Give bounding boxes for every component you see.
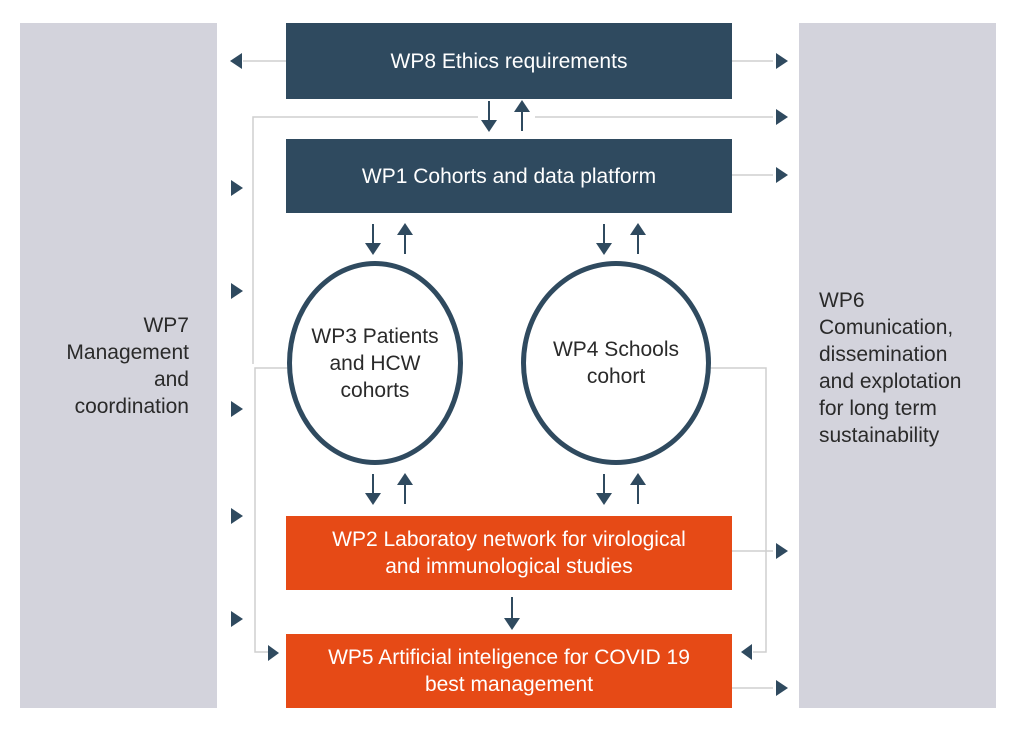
wp1-box: WP1 Cohorts and data platform bbox=[286, 139, 732, 213]
arrow-down-icon bbox=[481, 120, 497, 132]
wp7-line: coordination bbox=[74, 395, 189, 418]
arrow-right-icon bbox=[231, 611, 243, 627]
vertical-arrowheads bbox=[365, 100, 646, 630]
wp3-label: WP3 Patients and HCW cohorts bbox=[311, 323, 438, 404]
wp3-line: WP3 Patients bbox=[311, 324, 439, 348]
wp4-label: WP4 Schools cohort bbox=[553, 336, 679, 390]
vertical-arrow-stems bbox=[372, 101, 639, 618]
arrow-right-icon bbox=[231, 283, 243, 299]
wp2-line: WP2 Laboratoy network for virological bbox=[332, 528, 686, 551]
arrow-left-icon bbox=[230, 53, 242, 69]
wp7-line: Management bbox=[66, 341, 189, 364]
wp3-line: and HCW bbox=[329, 351, 421, 375]
arrow-right-icon bbox=[776, 109, 788, 125]
wp2-line: and immunological studies bbox=[385, 555, 633, 578]
arrow-right-icon bbox=[231, 508, 243, 524]
wp3-line: cohorts bbox=[340, 378, 410, 402]
wp6-line: and explotation bbox=[819, 370, 962, 393]
arrow-down-icon bbox=[365, 243, 381, 255]
connector-line-wp4-wp5 bbox=[710, 367, 767, 653]
arrow-down-icon bbox=[596, 493, 612, 505]
wp3-circle: WP3 Patients and HCW cohorts bbox=[287, 261, 463, 465]
arrow-up-icon bbox=[514, 100, 530, 112]
arrow-up-icon bbox=[397, 473, 413, 485]
wp6-line: sustainability bbox=[819, 424, 940, 447]
wp1-label: WP1 Cohorts and data platform bbox=[361, 164, 657, 188]
arrowheads bbox=[230, 53, 788, 696]
connector-line-wp3-wp5 bbox=[254, 367, 293, 653]
wp7-panel bbox=[20, 23, 217, 708]
wp7-label: WP7 Management and coordination bbox=[20, 312, 189, 420]
wp5-label: WP5 Artificial inteligence for COVID 19 … bbox=[328, 644, 690, 698]
arrow-right-icon bbox=[231, 401, 243, 417]
wp6-panel bbox=[799, 23, 996, 708]
arrow-right-icon bbox=[776, 53, 788, 69]
arrow-up-icon bbox=[630, 473, 646, 485]
wp4-line: WP4 Schools bbox=[552, 338, 680, 361]
wp8-label: WP8 Ethics requirements bbox=[390, 49, 628, 73]
arrow-down-icon bbox=[596, 243, 612, 255]
wp5-line: best management bbox=[424, 673, 594, 696]
wp6-line: WP6 bbox=[819, 289, 865, 312]
arrow-up-icon bbox=[397, 223, 413, 235]
wp2-box: WP2 Laboratoy network for virological an… bbox=[286, 516, 732, 590]
wp4-line: cohort bbox=[586, 365, 646, 388]
connector-line-top bbox=[252, 116, 478, 364]
arrow-left-icon bbox=[741, 644, 752, 660]
wp6-line: Comunication, bbox=[819, 316, 954, 339]
wp6-label: WP6 Comunication, dissemination and expl… bbox=[819, 287, 994, 449]
wp7-line: WP7 bbox=[143, 314, 189, 337]
wp5-line: WP5 Artificial inteligence for COVID 19 bbox=[328, 646, 690, 669]
wp2-label: WP2 Laboratoy network for virological an… bbox=[332, 526, 686, 580]
wp5-box: WP5 Artificial inteligence for COVID 19 … bbox=[286, 634, 732, 708]
arrow-right-icon bbox=[776, 543, 788, 559]
arrow-right-icon bbox=[776, 167, 788, 183]
wp7-line: and bbox=[153, 368, 189, 391]
connector-lines bbox=[243, 60, 773, 689]
arrow-down-icon bbox=[504, 618, 520, 630]
arrow-right-icon bbox=[268, 645, 279, 661]
wp4-circle: WP4 Schools cohort bbox=[521, 261, 711, 465]
wp8-box: WP8 Ethics requirements bbox=[286, 23, 732, 99]
arrow-right-icon bbox=[776, 680, 788, 696]
wp6-line: dissemination bbox=[819, 343, 948, 366]
wp6-line: for long term bbox=[819, 397, 937, 420]
arrow-up-icon bbox=[630, 223, 646, 235]
arrow-down-icon bbox=[365, 493, 381, 505]
arrow-right-icon bbox=[231, 180, 243, 196]
